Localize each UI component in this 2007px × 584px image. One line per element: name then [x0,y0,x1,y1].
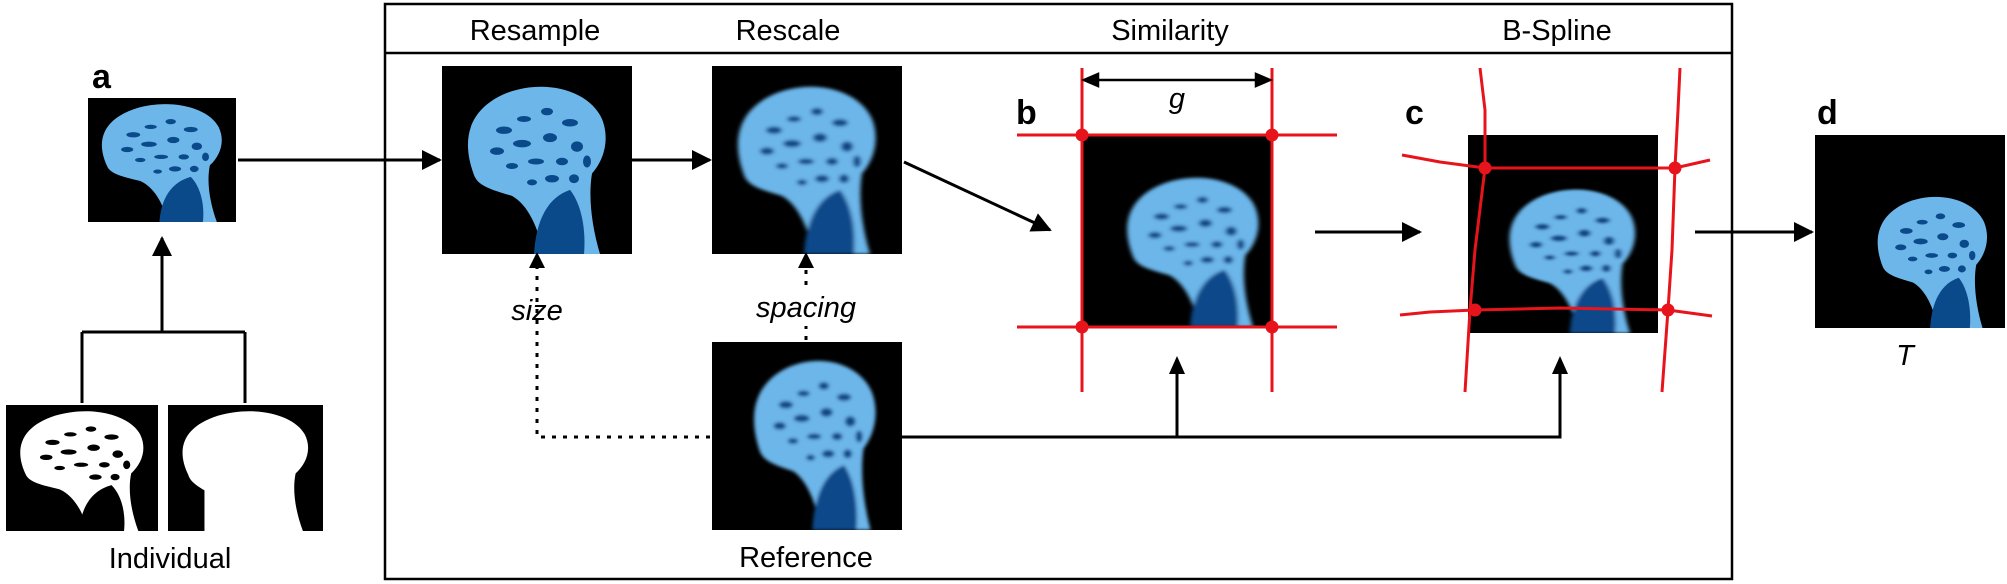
panel-label-a: a [92,58,112,96]
stage-similarity: Similarity [1111,15,1229,47]
reference-feed-lines [902,362,1562,439]
spacing-label: spacing [756,292,856,324]
arrow-rescale-to-similarity [903,160,1052,232]
similarity-image [1082,135,1272,327]
reference-label: Reference [739,542,873,574]
panel-a-image [88,98,236,222]
similarity-control-points [1075,128,1279,334]
size-connector [535,258,710,439]
grid-spacing-label: g [1169,83,1185,115]
individual-trabecular-mask [6,405,158,531]
merge-connector [80,236,247,403]
reference-to-bspline-arrowhead [1552,356,1568,374]
spacing-arrowhead [798,252,814,268]
size-label: size [511,295,563,327]
panel-label-b: b [1016,94,1037,132]
stage-bspline: B-Spline [1502,15,1612,47]
similarity-grid [1017,68,1337,392]
individual-periosteal-mask [168,405,323,531]
size-arrowhead [529,252,545,268]
grid-spacing-dimension [1080,72,1274,88]
output-image [1815,135,2005,328]
individual-label: Individual [109,543,232,575]
resample-image [442,66,632,254]
reference-image [712,342,902,530]
output-label-T: T [1896,340,1916,372]
reference-to-similarity-arrowhead [1169,356,1185,374]
panel-label-c: c [1405,94,1424,132]
stage-resample: Resample [470,15,601,47]
rescale-image [712,66,902,254]
bspline-control-points [1468,161,1682,317]
pipeline-frame [383,2,1734,581]
stage-rescale: Rescale [736,15,841,47]
bspline-image [1468,135,1658,333]
panel-label-d: d [1817,94,1838,132]
